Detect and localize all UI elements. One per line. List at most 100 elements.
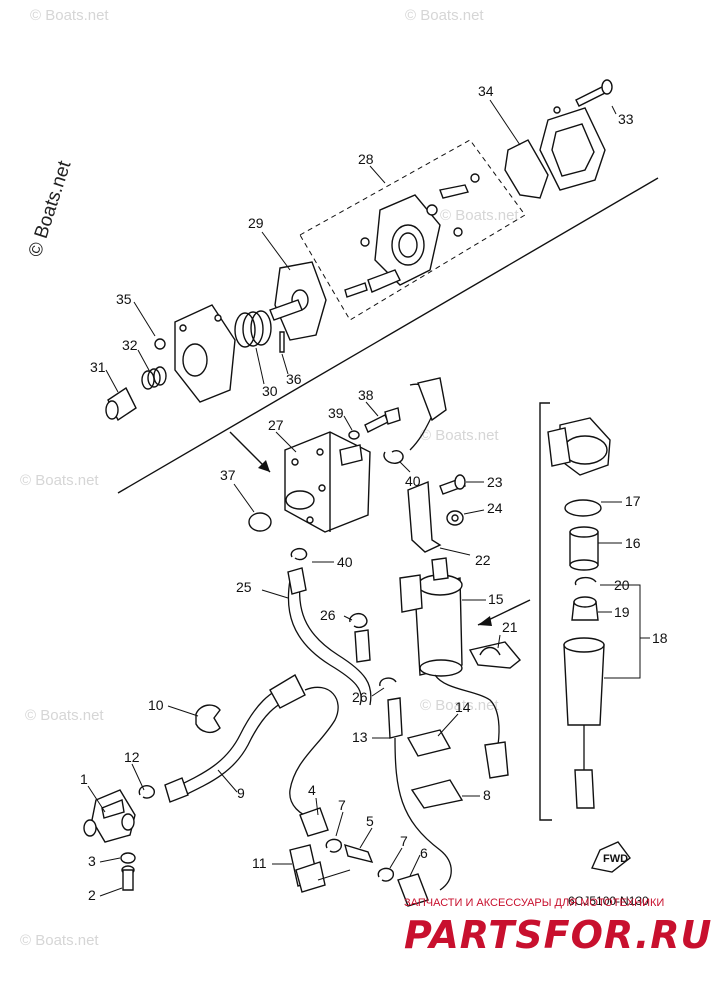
part-16-filter-element	[569, 526, 599, 571]
part-4-hose	[289, 686, 339, 821]
callout-13: 13	[352, 729, 368, 745]
hose-fitting	[164, 777, 189, 803]
part-29-plate	[269, 261, 327, 341]
callout-23: 23	[487, 474, 503, 490]
watermark: © Boats.net	[20, 932, 99, 949]
part-4-hose-end	[299, 807, 329, 837]
part-pump-housing	[174, 304, 236, 403]
watermark: © Boats.net	[405, 7, 484, 24]
callout-26: 26	[352, 689, 368, 705]
part-25-hose	[287, 579, 362, 706]
part-38-bolt	[364, 407, 401, 433]
callout-2: 2	[88, 887, 96, 903]
part-32-spring	[141, 366, 167, 390]
inset-bracket	[539, 402, 552, 821]
part-14-clamp	[406, 729, 452, 757]
part-37-o-ring	[248, 512, 272, 532]
callout-25: 25	[236, 579, 252, 595]
callout-40: 40	[405, 473, 421, 489]
part-40-clip	[383, 450, 404, 464]
part-cover-plate	[539, 106, 606, 191]
fitting-upper	[417, 377, 447, 422]
part-11-holder	[289, 844, 326, 893]
part-21-clamp	[468, 641, 521, 669]
part-31-valve	[105, 386, 137, 422]
part-23-bolt	[439, 474, 466, 495]
watermark: © Boats.net	[440, 207, 519, 224]
watermark: © Boats.net	[420, 697, 499, 714]
part-36-pin	[279, 331, 285, 353]
part-7-clip	[325, 838, 343, 853]
part-20-clip	[574, 576, 597, 586]
part-1-fuel-joint	[83, 789, 136, 843]
callout-16: 16	[625, 535, 641, 551]
callout-3: 3	[88, 853, 96, 869]
watermark: © Boats.net	[30, 7, 109, 24]
callout-38: 38	[358, 387, 374, 403]
section-divider	[117, 177, 659, 494]
callout-5: 5	[366, 813, 374, 829]
part-35-nut	[154, 338, 166, 350]
callout-7: 7	[338, 797, 346, 813]
footer-brand: PARTSFOR.RU	[404, 913, 712, 957]
part-2-bolt	[121, 865, 135, 891]
part-25-hose	[298, 579, 372, 706]
callout-4: 4	[308, 782, 316, 798]
part-40-clip	[290, 547, 308, 561]
watermark: © Boats.net	[20, 472, 99, 489]
watermark: © Boats.net	[25, 707, 104, 724]
inset-filter-cap	[547, 417, 611, 476]
boats-net-logo: © Boats.net	[25, 158, 76, 260]
footer-tagline: ЗАПЧАСТИ И АКСЕССУАРЫ ДЛЯ МОТОТЕХНИКИ	[404, 897, 664, 909]
part-28-assembly-outline	[299, 139, 526, 321]
callout-24: 24	[487, 500, 503, 516]
part-30-spring	[234, 310, 272, 348]
part-22-bracket	[407, 480, 442, 553]
part-5-joint	[343, 843, 374, 864]
callout-36: 36	[286, 371, 302, 387]
callout-29: 29	[248, 215, 264, 231]
part-7-clip	[377, 867, 395, 882]
callout-21: 21	[502, 619, 518, 635]
part-33-bolt	[575, 79, 613, 107]
part-27-fuel-pump	[284, 431, 371, 533]
callout-labels: 1 2 3 4 5 6 7 7 8 9 10 11 12 13 14 15 16…	[80, 83, 668, 903]
fwd-label: FWD	[603, 853, 628, 865]
part-18-filter-cup	[563, 637, 605, 809]
part-10-clip	[195, 704, 221, 734]
callout-1: 1	[80, 771, 88, 787]
callout-35: 35	[116, 291, 132, 307]
watermark: © Boats.net	[420, 427, 499, 444]
part-19-nut	[571, 596, 599, 621]
callout-34: 34	[478, 83, 494, 99]
part-17-o-ring	[564, 499, 602, 517]
part-15-fuel-filter	[399, 557, 463, 677]
part-8-clamp	[410, 779, 464, 809]
callout-22: 22	[475, 552, 491, 568]
callout-15: 15	[488, 591, 504, 607]
hose-lower	[394, 737, 452, 891]
callout-7: 7	[400, 833, 408, 849]
part-24-nut	[446, 510, 464, 526]
part-12-clip	[138, 785, 155, 799]
hose-fitting	[287, 567, 307, 595]
part-13-pipe	[387, 697, 403, 739]
part-6-hose-end	[397, 873, 429, 907]
part-26-clip	[379, 677, 397, 687]
callout-28: 28	[358, 151, 374, 167]
callout-8: 8	[483, 787, 491, 803]
part-9-hose	[169, 684, 291, 791]
callout-14: 14	[455, 699, 471, 715]
callout-39: 39	[328, 405, 344, 421]
part-26-clip	[349, 612, 368, 629]
part-11-line	[317, 869, 351, 881]
callout-12: 12	[124, 749, 140, 765]
pointer-arrowhead	[258, 460, 270, 472]
callout-37: 37	[220, 467, 236, 483]
filter-wire	[434, 674, 500, 746]
callout-20: 20	[614, 577, 630, 593]
callout-33: 33	[618, 111, 634, 127]
callout-32: 32	[122, 337, 138, 353]
callout-6: 6	[420, 845, 428, 861]
